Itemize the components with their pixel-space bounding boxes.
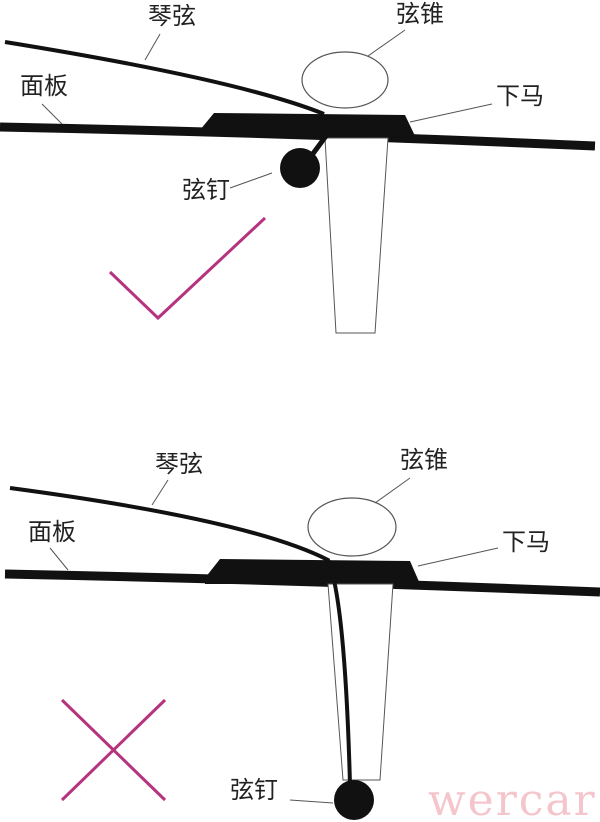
label-ball-end: 弦钉: [230, 776, 278, 804]
label-pin: 弦锥: [400, 446, 448, 474]
label-pin: 弦锥: [396, 0, 444, 28]
bridge-pin-shaft: [324, 137, 389, 334]
bridge-pin-head: [307, 497, 397, 557]
leader-lines: [49, 477, 499, 804]
label-string: 琴弦: [155, 450, 203, 478]
label-bridge: 下马: [502, 528, 550, 556]
ball-end: [334, 780, 374, 820]
string: [4, 40, 325, 116]
label-soundboard: 面板: [20, 72, 68, 100]
ball-end: [280, 148, 320, 188]
label-string: 琴弦: [148, 2, 196, 30]
cross-mark-icon: [60, 698, 167, 802]
bridge: [200, 113, 416, 138]
watermark: wercar: [428, 775, 597, 822]
leader-lines: [41, 29, 493, 189]
label-bridge: 下马: [496, 82, 544, 110]
string: [9, 486, 352, 786]
check-mark-icon: [108, 216, 267, 321]
bridge: [205, 559, 420, 584]
top-diagram: 琴弦 面板 弦锥 下马 弦钉: [0, 0, 596, 334]
ball-connector: [309, 134, 329, 157]
bridge-pin-head: [301, 51, 389, 109]
bottom-diagram: 琴弦 面板 弦锥 下马 弦钉: [4, 446, 600, 820]
bridge-pin-shaft: [327, 583, 394, 781]
label-ball-end: 弦钉: [182, 176, 230, 204]
label-soundboard: 面板: [28, 518, 76, 546]
